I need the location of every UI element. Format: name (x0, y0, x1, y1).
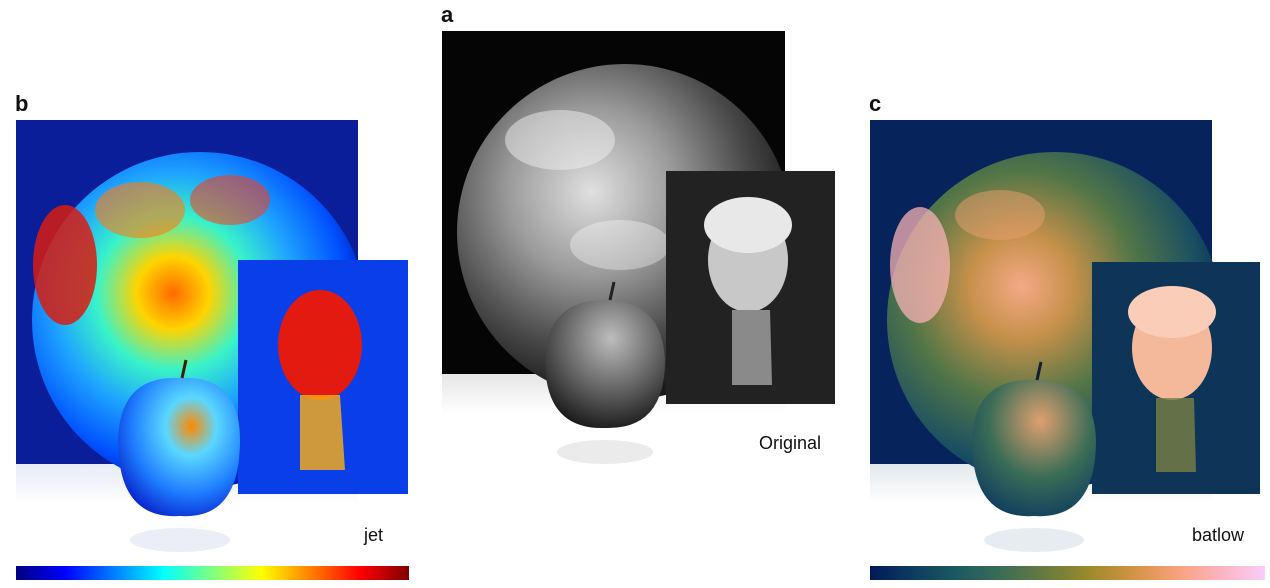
panel-letter-c: c (869, 91, 882, 116)
jet-colorbar (16, 566, 409, 580)
panel-letter-b: b (15, 91, 29, 116)
panel-letter-a: a (441, 2, 454, 27)
panel-c: c (850, 0, 1270, 588)
panel-b-caption: jet (364, 525, 384, 545)
jet-apple (118, 377, 240, 517)
gray-apple (545, 300, 665, 429)
panel-a-image (442, 31, 835, 464)
panel-c-caption: batlow (1192, 525, 1245, 545)
batlow-colorbar (870, 566, 1265, 580)
panel-b: b (0, 0, 420, 588)
panel-a: a (420, 0, 850, 588)
batlow-apple (972, 379, 1096, 517)
panel-c-image (870, 120, 1260, 552)
panel-b-image (16, 120, 408, 552)
panel-a-caption: Original (759, 433, 822, 453)
